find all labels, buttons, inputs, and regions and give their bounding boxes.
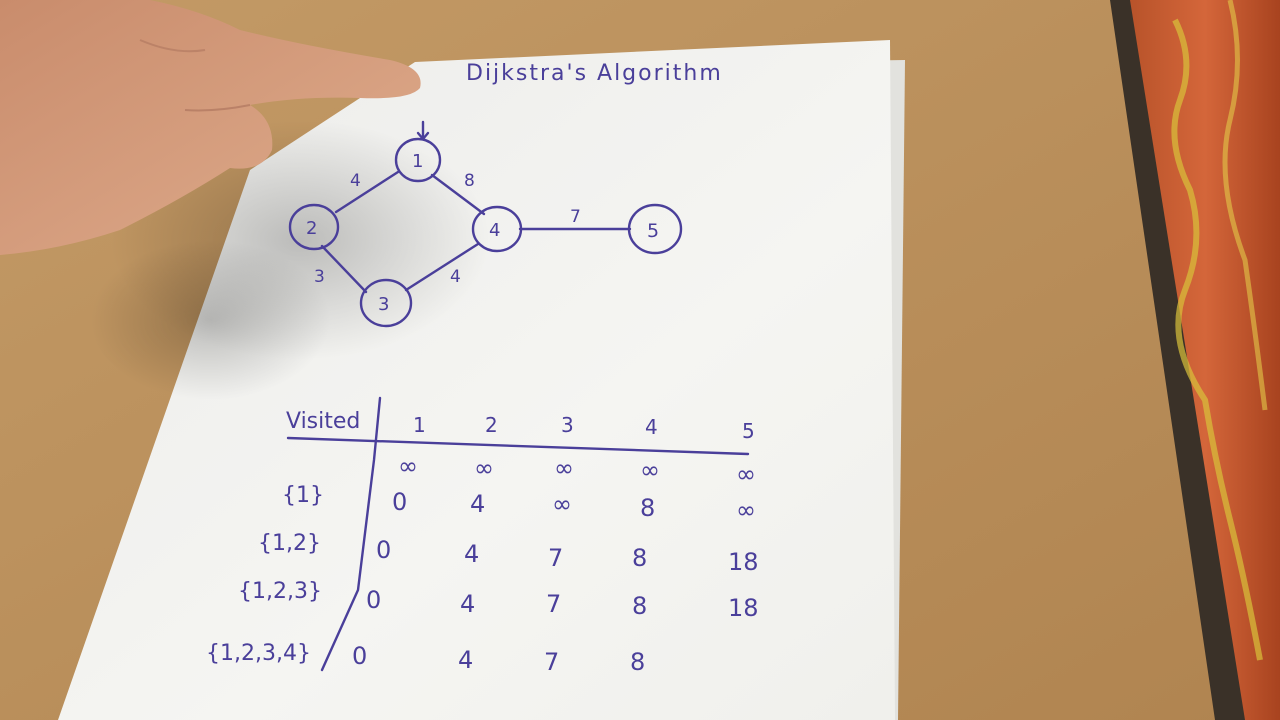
node-label-4: 4 <box>489 220 500 241</box>
table-row-4-cell-1: 0 <box>352 642 367 670</box>
table-row-0-cell-5: ∞ <box>736 460 756 488</box>
table-row-3-cell-5: 18 <box>728 594 759 622</box>
edge-weight-3-4: 4 <box>450 267 461 287</box>
node-label-3: 3 <box>378 294 389 315</box>
table-row-2-cell-4: 8 <box>632 544 647 572</box>
table-row-3-cell-2: 4 <box>460 590 475 618</box>
table-row-1-cell-2: 4 <box>470 490 485 518</box>
table-row-2-cell-1: 0 <box>376 536 391 564</box>
table-row-4-cell-2: 4 <box>458 646 473 674</box>
table-col-1: 1 <box>413 413 426 437</box>
table-edge <box>1110 0 1250 720</box>
edge-weight-1-2: 4 <box>350 171 361 191</box>
table-column-rule <box>320 396 382 672</box>
table-row-2-cell-5: 18 <box>728 548 759 576</box>
table-row-3-cell-3: 7 <box>546 590 561 618</box>
edge-1-4 <box>430 173 486 216</box>
cloth-pattern-2 <box>1222 0 1268 411</box>
table-row-4-cell-4: 8 <box>630 648 645 676</box>
paper-title: Dijkstra's Algorithm <box>466 61 723 86</box>
table-header-rule <box>286 436 750 456</box>
hand-palm <box>0 0 421 255</box>
graph-edges <box>320 120 632 294</box>
table-row-1-cell-4: 8 <box>640 494 655 522</box>
table-row-3-cell-4: 8 <box>632 592 647 620</box>
node-label-5: 5 <box>647 220 659 242</box>
hand-shadow-2 <box>90 240 330 400</box>
hand-finger-crease <box>184 104 251 112</box>
graph-node-5: 5 <box>627 203 683 255</box>
table-row-0-cell-4: ∞ <box>640 456 660 484</box>
cloth-pattern <box>1171 18 1263 661</box>
table-row-0-cell-2: ∞ <box>474 454 494 482</box>
patterned-cloth <box>1130 0 1280 720</box>
hand-knuckle-crease <box>139 39 206 53</box>
graph-node-2: 2 <box>288 203 340 251</box>
graph-node-3: 3 <box>359 278 413 328</box>
edge-weight-4-5: 7 <box>570 207 581 227</box>
table-col-4: 4 <box>645 415 658 439</box>
table-col-3: 3 <box>561 413 574 437</box>
graph-node-4: 4 <box>471 205 523 253</box>
edge-weight-2-3: 3 <box>314 267 325 287</box>
edge-2-3 <box>320 244 368 294</box>
pointing-hand <box>0 0 421 255</box>
table-row-2-cell-2: 4 <box>464 540 479 568</box>
table-row-1-visited: {1} <box>282 483 324 508</box>
graph-node-1: 1 <box>394 137 442 183</box>
table-row-0-cell-3: ∞ <box>554 454 574 482</box>
table-row-1-cell-3: ∞ <box>552 490 572 518</box>
table-col-5: 5 <box>742 419 755 443</box>
edge-weight-1-4: 8 <box>464 171 475 191</box>
table-row-4-visited: {1,2,3,4} <box>206 641 311 666</box>
edge-3-4 <box>404 242 480 292</box>
table-row-3-visited: {1,2,3} <box>238 579 322 604</box>
table-row-1-cell-1: 0 <box>392 488 407 516</box>
table-header-visited: Visited <box>286 409 360 434</box>
table-row-4-cell-3: 7 <box>544 648 559 676</box>
node-label-2: 2 <box>306 218 317 239</box>
table-row-2-visited: {1,2} <box>258 531 321 556</box>
table-col-2: 2 <box>485 413 498 437</box>
table-row-1-cell-5: ∞ <box>736 496 756 524</box>
node-label-1: 1 <box>412 151 423 172</box>
edge-1-2 <box>334 170 400 214</box>
table-row-3-cell-1: 0 <box>366 586 381 614</box>
table-row-0-cell-1: ∞ <box>398 452 418 480</box>
table-row-2-cell-3: 7 <box>548 544 563 572</box>
